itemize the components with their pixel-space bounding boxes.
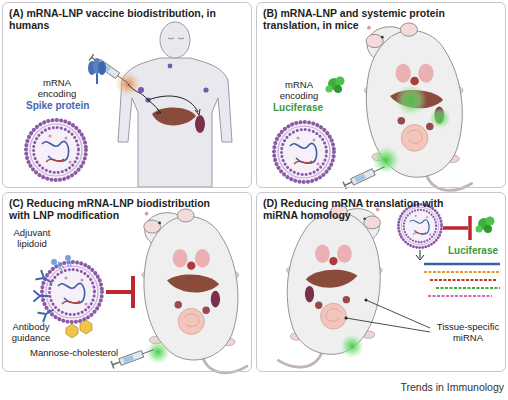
leader-line [345,299,431,333]
inhibition-mark-part [468,216,472,240]
spike-protein-icon [88,58,106,84]
illustration-part [343,163,386,189]
adjuvant-lipidoid-icon [51,255,71,270]
illustration-part [398,204,441,247]
human-figure-part [195,109,200,115]
mrna-strands-part [424,271,500,273]
adjuvant-lipidoid-icon-part [68,261,71,267]
inhibition-mark-part [443,226,468,230]
illustration-part [372,146,400,174]
illustration-part [89,54,130,86]
illustration-part [36,271,53,287]
mannose-cholesterol-icon-part [66,324,78,338]
panel-title: (C) Reducing mRNA-LNP biodistribution wi… [9,197,219,221]
annotation-label: Spike protein [26,101,106,112]
adjuvant-lipidoid-icon-part [65,255,71,261]
illustration-part [326,77,345,94]
mrna-strands-part [428,295,492,297]
adjuvant-lipidoid-icon-part [56,262,64,270]
leader-line-part [346,318,430,332]
annotation-label: Luciferase [273,103,343,114]
mrna-strands-part [430,279,496,281]
human-figure [115,22,232,187]
illustration-part [142,209,247,373]
annotation-label: Tissue-specific miRNA [432,322,504,343]
illustration-part [364,23,471,190]
inhibition-mark [106,276,133,308]
illustration-part [38,306,55,322]
leader-line-part [366,300,430,328]
illustration-part [34,291,48,301]
mrna-strands [416,250,500,296]
annotation-label: mRNA encoding [30,78,84,99]
human-figure-part [156,109,161,113]
annotation-label: Luciferase [448,246,506,257]
journal-watermark: Trends in Immunology [380,382,504,393]
panel-title: (B) mRNA-LNP and systemic protein transl… [263,7,499,31]
spike-protein-icon-part [96,74,98,84]
illustration-part [278,205,382,367]
mrna-strands-part [416,255,424,260]
inhibition-mark [443,216,470,240]
leader-line-part [365,299,368,302]
mrna-strands-part [420,250,421,258]
human-figure-part [168,38,184,39]
illustration-part [395,84,427,116]
mannose-cholesterol-icon [66,320,92,338]
inhibition-mark-part [106,290,132,294]
leader-line-part [345,317,348,320]
panel-box: (C) Reducing mRNA-LNP biodistribution wi… [2,192,252,372]
illustration-part [26,120,86,180]
panel-title: (A) mRNA-LNP vaccine biodistribution, in… [9,7,231,31]
mannose-cholesterol-icon-part [80,320,92,334]
annotation-label: Mannose-cholesterol [30,348,140,359]
illustration-part [274,122,334,182]
human-figure-part [195,115,205,133]
illustration-part [340,334,364,358]
illustration-part [42,262,102,322]
mrna-strands-part [436,287,500,289]
panel-title: (D) Reducing mRNA translation with miRNA… [263,197,463,221]
illustration-part [146,340,170,364]
annotation-label: Adjuvant lipidoid [6,228,58,249]
human-figure-part [203,87,208,92]
panel-box: (D) Reducing mRNA translation with miRNA… [256,192,506,372]
human-figure-part [148,96,198,112]
inhibition-mark-part [131,276,135,308]
annotation-label: Antibody guidance [4,322,58,343]
annotation-label: mRNA encoding [272,80,326,101]
illustration-part [476,217,495,234]
human-figure-part [152,107,196,125]
human-figure-part [168,64,173,69]
spike-protein-icon-part [98,61,106,75]
human-figure-part [160,22,190,58]
illustration-part [429,107,451,129]
mrna-strands-part [424,263,500,266]
